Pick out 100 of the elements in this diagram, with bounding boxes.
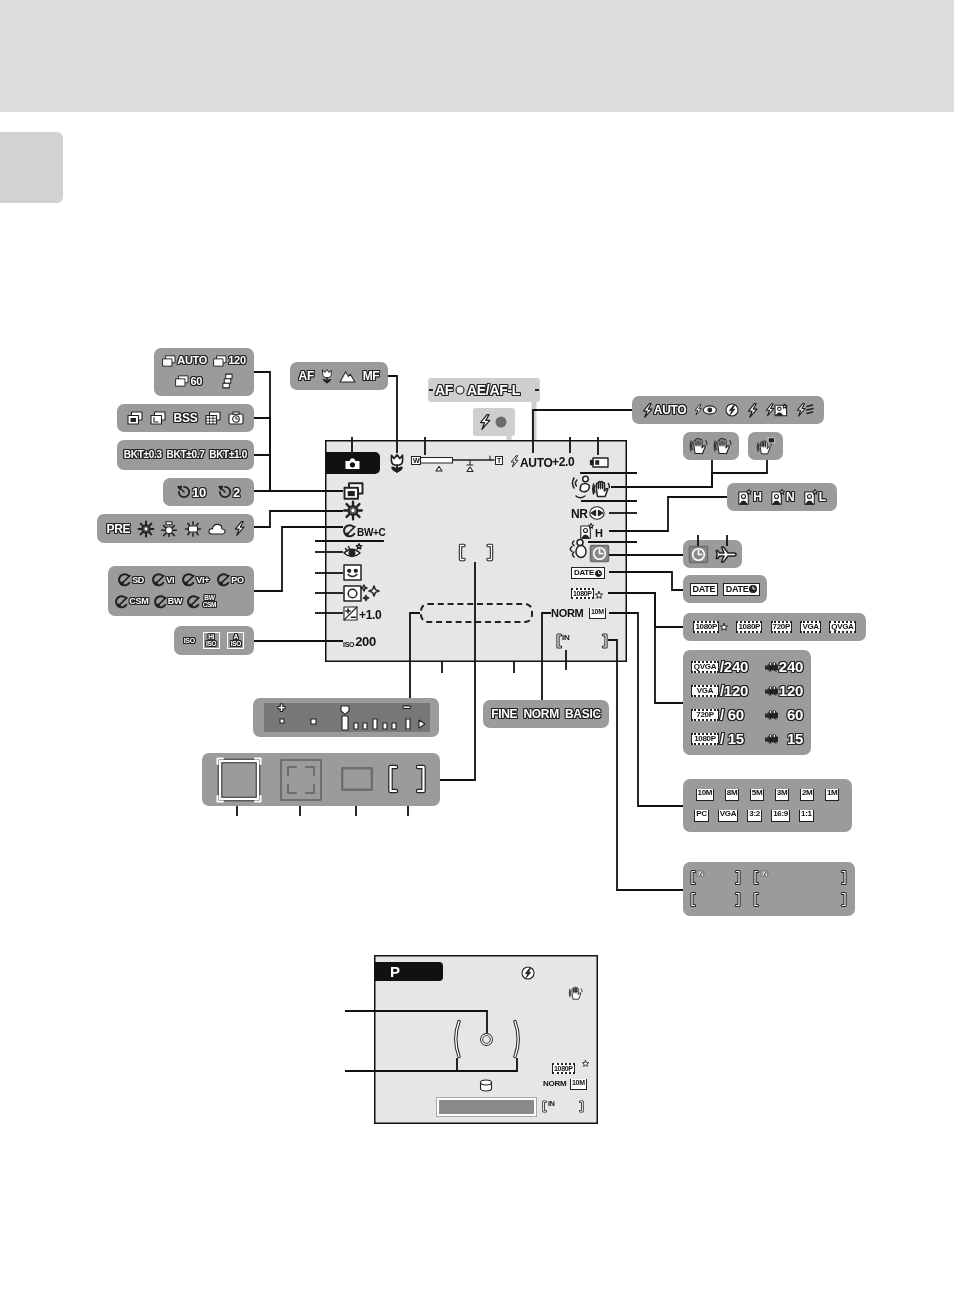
indicator-label: AE/AF-L xyxy=(467,383,521,397)
option-label: /240 xyxy=(720,659,749,674)
leader-line xyxy=(236,805,238,817)
leader-line xyxy=(355,805,357,817)
option-panel xyxy=(117,404,254,432)
option-panel xyxy=(108,566,254,616)
option-label: 10 xyxy=(192,485,206,499)
indicator-label: BW+C xyxy=(357,528,386,538)
movie-format-label: 1080P xyxy=(693,621,720,633)
mode-tab: P xyxy=(374,962,443,981)
option-label: VI+ xyxy=(196,575,210,585)
image-size-label: 1:1 xyxy=(799,810,814,823)
leader-line xyxy=(407,805,409,817)
option-panel xyxy=(683,432,739,460)
image-size-label: 2M xyxy=(799,788,815,801)
leader-line xyxy=(697,534,699,547)
leader-line xyxy=(565,649,567,671)
leader-line xyxy=(541,612,552,701)
leader-line xyxy=(299,805,301,817)
indicator-label: NORM xyxy=(543,1080,567,1088)
mode-tab xyxy=(325,452,380,474)
movie-format-label: 720P xyxy=(691,708,719,721)
leader-line xyxy=(608,512,638,514)
option-label: VI xyxy=(166,575,175,585)
leader-line xyxy=(351,436,353,453)
leader-line xyxy=(607,639,684,891)
option-label: NORM xyxy=(523,708,559,720)
leader-line xyxy=(569,436,571,454)
option-label: + xyxy=(278,702,285,714)
option-label: BKT±0.3 xyxy=(123,450,162,460)
option-panel xyxy=(683,613,866,641)
leader-line xyxy=(597,436,599,456)
option-label: / 15 xyxy=(720,731,745,746)
leader-line xyxy=(513,661,515,674)
leader-line xyxy=(726,534,728,547)
callout-tail xyxy=(506,435,512,441)
option-panel xyxy=(174,626,254,655)
image-size-label: 3:2 xyxy=(747,810,762,823)
option-label: PRE xyxy=(106,522,131,535)
image-size-label: 3M xyxy=(774,788,790,801)
option-label: BSS xyxy=(173,412,198,424)
option-panel xyxy=(483,700,609,728)
option-panel xyxy=(154,348,254,396)
leader-line xyxy=(314,572,344,574)
option-panel xyxy=(683,540,742,568)
movie-format-label: VGA xyxy=(691,684,719,697)
option-panel xyxy=(683,779,852,832)
leader-line xyxy=(314,551,344,553)
monitor-screen xyxy=(325,440,627,662)
option-label: H xyxy=(753,491,762,503)
option-label: SD xyxy=(132,575,145,585)
option-panel xyxy=(202,753,440,806)
leader-line xyxy=(387,375,398,454)
leader-line xyxy=(253,640,344,642)
option-label: 60 xyxy=(785,707,803,722)
image-size-label: 16:9 xyxy=(771,810,790,823)
leader-line xyxy=(532,409,633,454)
option-label: AF xyxy=(298,370,314,382)
monitor-screen xyxy=(374,955,598,1124)
option-panel xyxy=(253,698,439,737)
option-label: BASIC xyxy=(565,708,601,720)
indicator-label: 200 xyxy=(355,634,376,648)
option-panel xyxy=(97,514,254,543)
leader-line xyxy=(314,539,384,542)
movie-format-label: VGA xyxy=(800,621,821,633)
option-label: AUTO xyxy=(177,355,207,367)
leader-line xyxy=(344,1057,518,1072)
option-label: PO xyxy=(231,575,244,585)
callout-tail xyxy=(531,402,537,440)
callout-bubble xyxy=(428,378,540,402)
option-label: 2 xyxy=(233,485,240,499)
option-panel xyxy=(163,478,254,506)
option-label: MF xyxy=(362,370,380,382)
leader-line xyxy=(608,612,684,807)
leader-line xyxy=(314,612,344,614)
image-size-label: 8M xyxy=(724,788,740,801)
indicator-label: +2.0 xyxy=(552,455,575,468)
option-label: 120 xyxy=(228,355,246,367)
image-size-label: 10M xyxy=(695,788,715,801)
movie-format-label: QVGA xyxy=(829,621,856,633)
movie-format-label: 1080P xyxy=(736,621,763,633)
option-label: /120 xyxy=(720,683,749,698)
option-panel xyxy=(748,432,783,460)
leader-line xyxy=(441,661,443,674)
leader-line xyxy=(608,554,684,556)
leader-line xyxy=(608,571,684,591)
option-label: 60 xyxy=(190,375,203,387)
option-panel xyxy=(632,396,824,424)
indicator-label: H xyxy=(595,527,603,539)
option-label: CSM xyxy=(129,597,149,607)
option-label: 15 xyxy=(785,731,803,746)
indicator-label: +1.0 xyxy=(359,609,382,621)
option-label: BKT±0.7 xyxy=(166,450,205,460)
movie-format-label: 1080P xyxy=(691,732,719,745)
option-label: AUTO xyxy=(653,404,687,416)
indicator-label: NORM xyxy=(551,608,584,619)
image-size-label: VGA xyxy=(717,810,739,823)
option-label: N xyxy=(785,491,795,503)
option-label: L xyxy=(818,491,826,503)
leader-line xyxy=(253,510,344,528)
